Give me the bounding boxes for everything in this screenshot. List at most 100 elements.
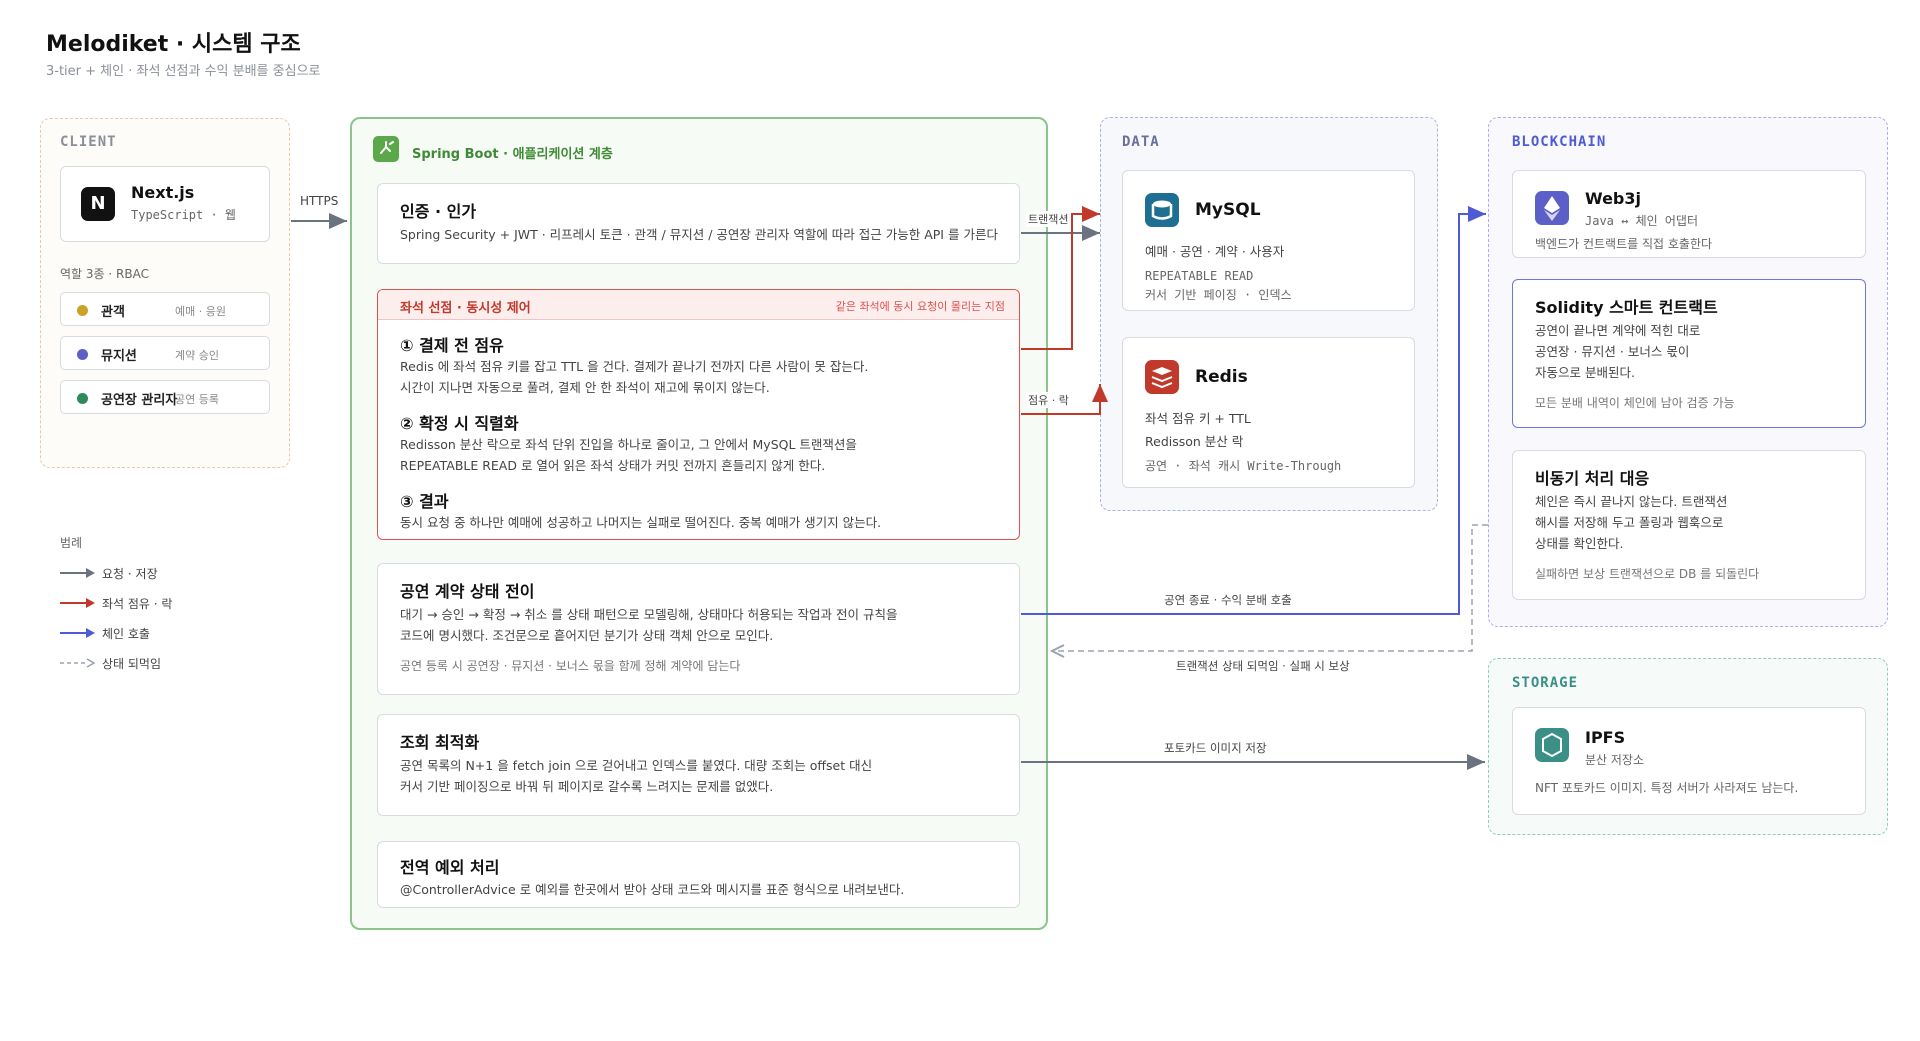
legend-title: 범례 bbox=[60, 536, 83, 550]
web3j-card: Web3j Java ↔ 체인 어댑터 백엔드가 컨트랙트를 직접 호출한다 bbox=[1512, 170, 1866, 258]
seat-step1-title: ① 결제 전 점유 bbox=[400, 336, 504, 355]
async-title: 비동기 처리 대응 bbox=[1535, 469, 1650, 488]
async-card: 비동기 처리 대응 체인은 즉시 끝나지 않는다. 트랜잭션 해시를 저장해 두… bbox=[1512, 450, 1866, 600]
https-label: HTTPS bbox=[298, 194, 341, 208]
exception-text: @ControllerAdvice 로 예외를 한곳에서 받아 상태 코드와 메… bbox=[400, 882, 905, 897]
redis-desc: 좌석 점유 키 + TTL bbox=[1145, 411, 1251, 426]
role-dot bbox=[77, 349, 88, 360]
redis-logo-icon bbox=[1145, 360, 1179, 394]
mysql-meta: REPEATABLE READ bbox=[1145, 269, 1254, 283]
role-desc: 계약 승인 bbox=[175, 349, 219, 362]
nextjs-card: N Next.js TypeScript · 웹 bbox=[60, 166, 270, 242]
solidity-line: 자동으로 분배된다. bbox=[1535, 365, 1635, 380]
query-title: 조회 최적화 bbox=[400, 733, 480, 752]
solidity-line: 공연이 끝나면 계약에 적힌 대로 bbox=[1535, 323, 1701, 338]
ethereum-logo-icon bbox=[1535, 191, 1569, 225]
auth-title: 인증 · 인가 bbox=[400, 202, 477, 221]
role-label: 관객 bbox=[101, 305, 125, 320]
redis-name: Redis bbox=[1195, 367, 1248, 387]
feedback-label: 트랜잭션 상태 되먹임 · 실패 시 보상 bbox=[1174, 658, 1352, 674]
redis-meta: 공연 · 좌석 캐시 Write-Through bbox=[1145, 459, 1342, 473]
transaction-label: 트랜잭션 bbox=[1026, 211, 1071, 227]
legend-arrow-feedback-icon bbox=[60, 658, 96, 668]
role-audience: 관객 예매 · 응원 bbox=[60, 292, 270, 326]
role-dot bbox=[77, 393, 88, 404]
redis-card: Redis 좌석 점유 키 + TTL Redisson 분산 락 공연 · 좌… bbox=[1122, 337, 1415, 488]
contract-line: 코드에 명시했다. 조건문으로 흩어지던 분기가 상태 객체 안으로 모인다. bbox=[400, 628, 774, 643]
contract-meta: 공연 등록 시 공연장 · 뮤지션 · 보너스 몫을 함께 정해 계약에 담는다 bbox=[400, 659, 741, 673]
seat-card: 좌석 선점 · 동시성 제어 같은 좌석에 동시 요청이 몰리는 지점 ① 결제… bbox=[377, 289, 1020, 540]
page-title: Melodiket · 시스템 구조 bbox=[46, 32, 301, 57]
seat-header: 좌석 선점 · 동시성 제어 bbox=[400, 301, 531, 316]
mysql-card: MySQL 예매 · 공연 · 계약 · 사용자 REPEATABLE READ… bbox=[1122, 170, 1415, 311]
ipfs-desc: NFT 포토카드 이미지. 특정 서버가 사라져도 남는다. bbox=[1535, 781, 1799, 795]
legend-label: 요청 · 저장 bbox=[102, 567, 158, 581]
mysql-meta: 커서 기반 페이징 · 인덱스 bbox=[1145, 288, 1292, 302]
async-line: 체인은 즉시 끝나지 않는다. 트랜잭션 bbox=[1535, 494, 1728, 509]
role-desc: 공연 등록 bbox=[175, 393, 219, 406]
blockchain-zone-label: BLOCKCHAIN bbox=[1512, 134, 1607, 150]
mysql-desc: 예매 · 공연 · 계약 · 사용자 bbox=[1145, 244, 1285, 259]
role-venue-manager: 공연장 관리자 공연 등록 bbox=[60, 380, 270, 414]
solidity-line: 공연장 · 뮤지션 · 보너스 몫이 bbox=[1535, 344, 1690, 359]
legend-arrow-lock-icon bbox=[60, 598, 95, 608]
seat-step2-line: REPEATABLE READ 로 열어 읽은 좌석 상태가 커밋 전까지 흔들… bbox=[400, 458, 826, 473]
contract-title: 공연 계약 상태 전이 bbox=[400, 582, 535, 601]
mysql-name: MySQL bbox=[1195, 200, 1261, 220]
feedback-wire bbox=[1052, 524, 1488, 651]
role-dot bbox=[77, 305, 88, 316]
mysql-logo-icon bbox=[1145, 193, 1179, 227]
chain-call-label: 공연 종료 · 수익 분배 호출 bbox=[1162, 592, 1294, 608]
client-zone-label: CLIENT bbox=[60, 134, 117, 150]
page-subtitle: 3-tier + 체인 · 좌석 선점과 수익 분배를 중심으로 bbox=[46, 64, 321, 79]
data-zone-label: DATA bbox=[1122, 134, 1160, 150]
web3j-detail: Java ↔ 체인 어댑터 bbox=[1585, 214, 1698, 228]
roles-title: 역할 3종 · RBAC bbox=[60, 267, 149, 281]
seat-step3-line: 동시 요청 중 하나만 예매에 성공하고 나머지는 실패로 떨어진다. 중복 예… bbox=[400, 515, 882, 530]
seat-header-note: 같은 좌석에 동시 요청이 몰리는 지점 bbox=[835, 300, 1005, 313]
auth-text: Spring Security + JWT · 리프레시 토큰 · 관객 / 뮤… bbox=[400, 227, 998, 242]
spring-zone-label: Spring Boot · 애플리케이션 계층 bbox=[412, 147, 613, 162]
async-line: 상태를 확인한다. bbox=[1535, 536, 1624, 551]
exception-card: 전역 예외 처리 @ControllerAdvice 로 예외를 한곳에서 받아… bbox=[377, 841, 1020, 908]
lock-label: 점유 · 락 bbox=[1026, 392, 1071, 408]
solidity-card: Solidity 스마트 컨트랙트 공연이 끝나면 계약에 적힌 대로 공연장 … bbox=[1512, 279, 1866, 428]
exception-title: 전역 예외 처리 bbox=[400, 858, 500, 877]
ipfs-card: IPFS 분산 저장소 NFT 포토카드 이미지. 특정 서버가 사라져도 남는… bbox=[1512, 707, 1866, 815]
query-card: 조회 최적화 공연 목록의 N+1 을 fetch join 으로 걷어내고 인… bbox=[377, 714, 1020, 816]
spring-logo-icon bbox=[373, 136, 399, 162]
redis-desc: Redisson 분산 락 bbox=[1145, 434, 1244, 449]
photocard-label: 포토카드 이미지 저장 bbox=[1162, 740, 1269, 756]
solidity-meta: 모든 분배 내역이 체인에 남아 검증 가능 bbox=[1535, 396, 1735, 410]
seat-step2-line: Redisson 분산 락으로 좌석 단위 진입을 하나로 줄이고, 그 안에서… bbox=[400, 437, 857, 452]
legend-label: 좌석 점유 · 락 bbox=[102, 597, 173, 611]
async-meta: 실패하면 보상 트랜잭션으로 DB 를 되돌린다 bbox=[1535, 567, 1760, 581]
role-desc: 예매 · 응원 bbox=[175, 305, 226, 318]
legend-arrow-request-icon bbox=[60, 568, 95, 578]
storage-zone-label: STORAGE bbox=[1512, 675, 1579, 691]
ipfs-name: IPFS bbox=[1585, 728, 1626, 747]
async-line: 해시를 저장해 두고 폴링과 웹훅으로 bbox=[1535, 515, 1724, 530]
nextjs-name: Next.js bbox=[131, 183, 195, 202]
query-line: 공연 목록의 N+1 을 fetch join 으로 걷어내고 인덱스를 붙였다… bbox=[400, 758, 873, 773]
legend-arrow-chain-icon bbox=[60, 628, 95, 638]
seat-header-bar bbox=[378, 290, 1019, 320]
web3j-desc: 백엔드가 컨트랙트를 직접 호출한다 bbox=[1535, 237, 1713, 251]
seat-step2-title: ② 확정 시 직렬화 bbox=[400, 414, 519, 433]
ipfs-logo-icon bbox=[1535, 728, 1569, 762]
auth-card: 인증 · 인가 Spring Security + JWT · 리프레시 토큰 … bbox=[377, 183, 1020, 264]
nextjs-logo-icon: N bbox=[81, 187, 115, 221]
query-line: 커서 기반 페이징으로 바꿔 뒤 페이지로 갈수록 느려지는 문제를 없앴다. bbox=[400, 779, 774, 794]
seat-step1-line: Redis 에 좌석 점유 키를 잡고 TTL 을 건다. 결제가 끝나기 전까… bbox=[400, 359, 869, 374]
contract-line: 대기 → 승인 → 확정 → 취소 를 상태 패턴으로 모델링해, 상태마다 허… bbox=[400, 607, 898, 622]
nextjs-detail: TypeScript · 웹 bbox=[131, 208, 236, 222]
legend-label: 체인 호출 bbox=[102, 627, 150, 641]
seat-step1-line: 시간이 지나면 자동으로 풀려, 결제 안 한 좌석이 재고에 묶이지 않는다. bbox=[400, 380, 770, 395]
seat-step3-title: ③ 결과 bbox=[400, 492, 449, 511]
legend-label: 상태 되먹임 bbox=[102, 657, 162, 671]
solidity-title: Solidity 스마트 컨트랙트 bbox=[1535, 298, 1718, 317]
web3j-name: Web3j bbox=[1585, 189, 1641, 208]
ipfs-detail: 분산 저장소 bbox=[1585, 753, 1645, 767]
contract-card: 공연 계약 상태 전이 대기 → 승인 → 확정 → 취소 를 상태 패턴으로 … bbox=[377, 563, 1020, 695]
role-label: 공연장 관리자 bbox=[101, 393, 178, 408]
